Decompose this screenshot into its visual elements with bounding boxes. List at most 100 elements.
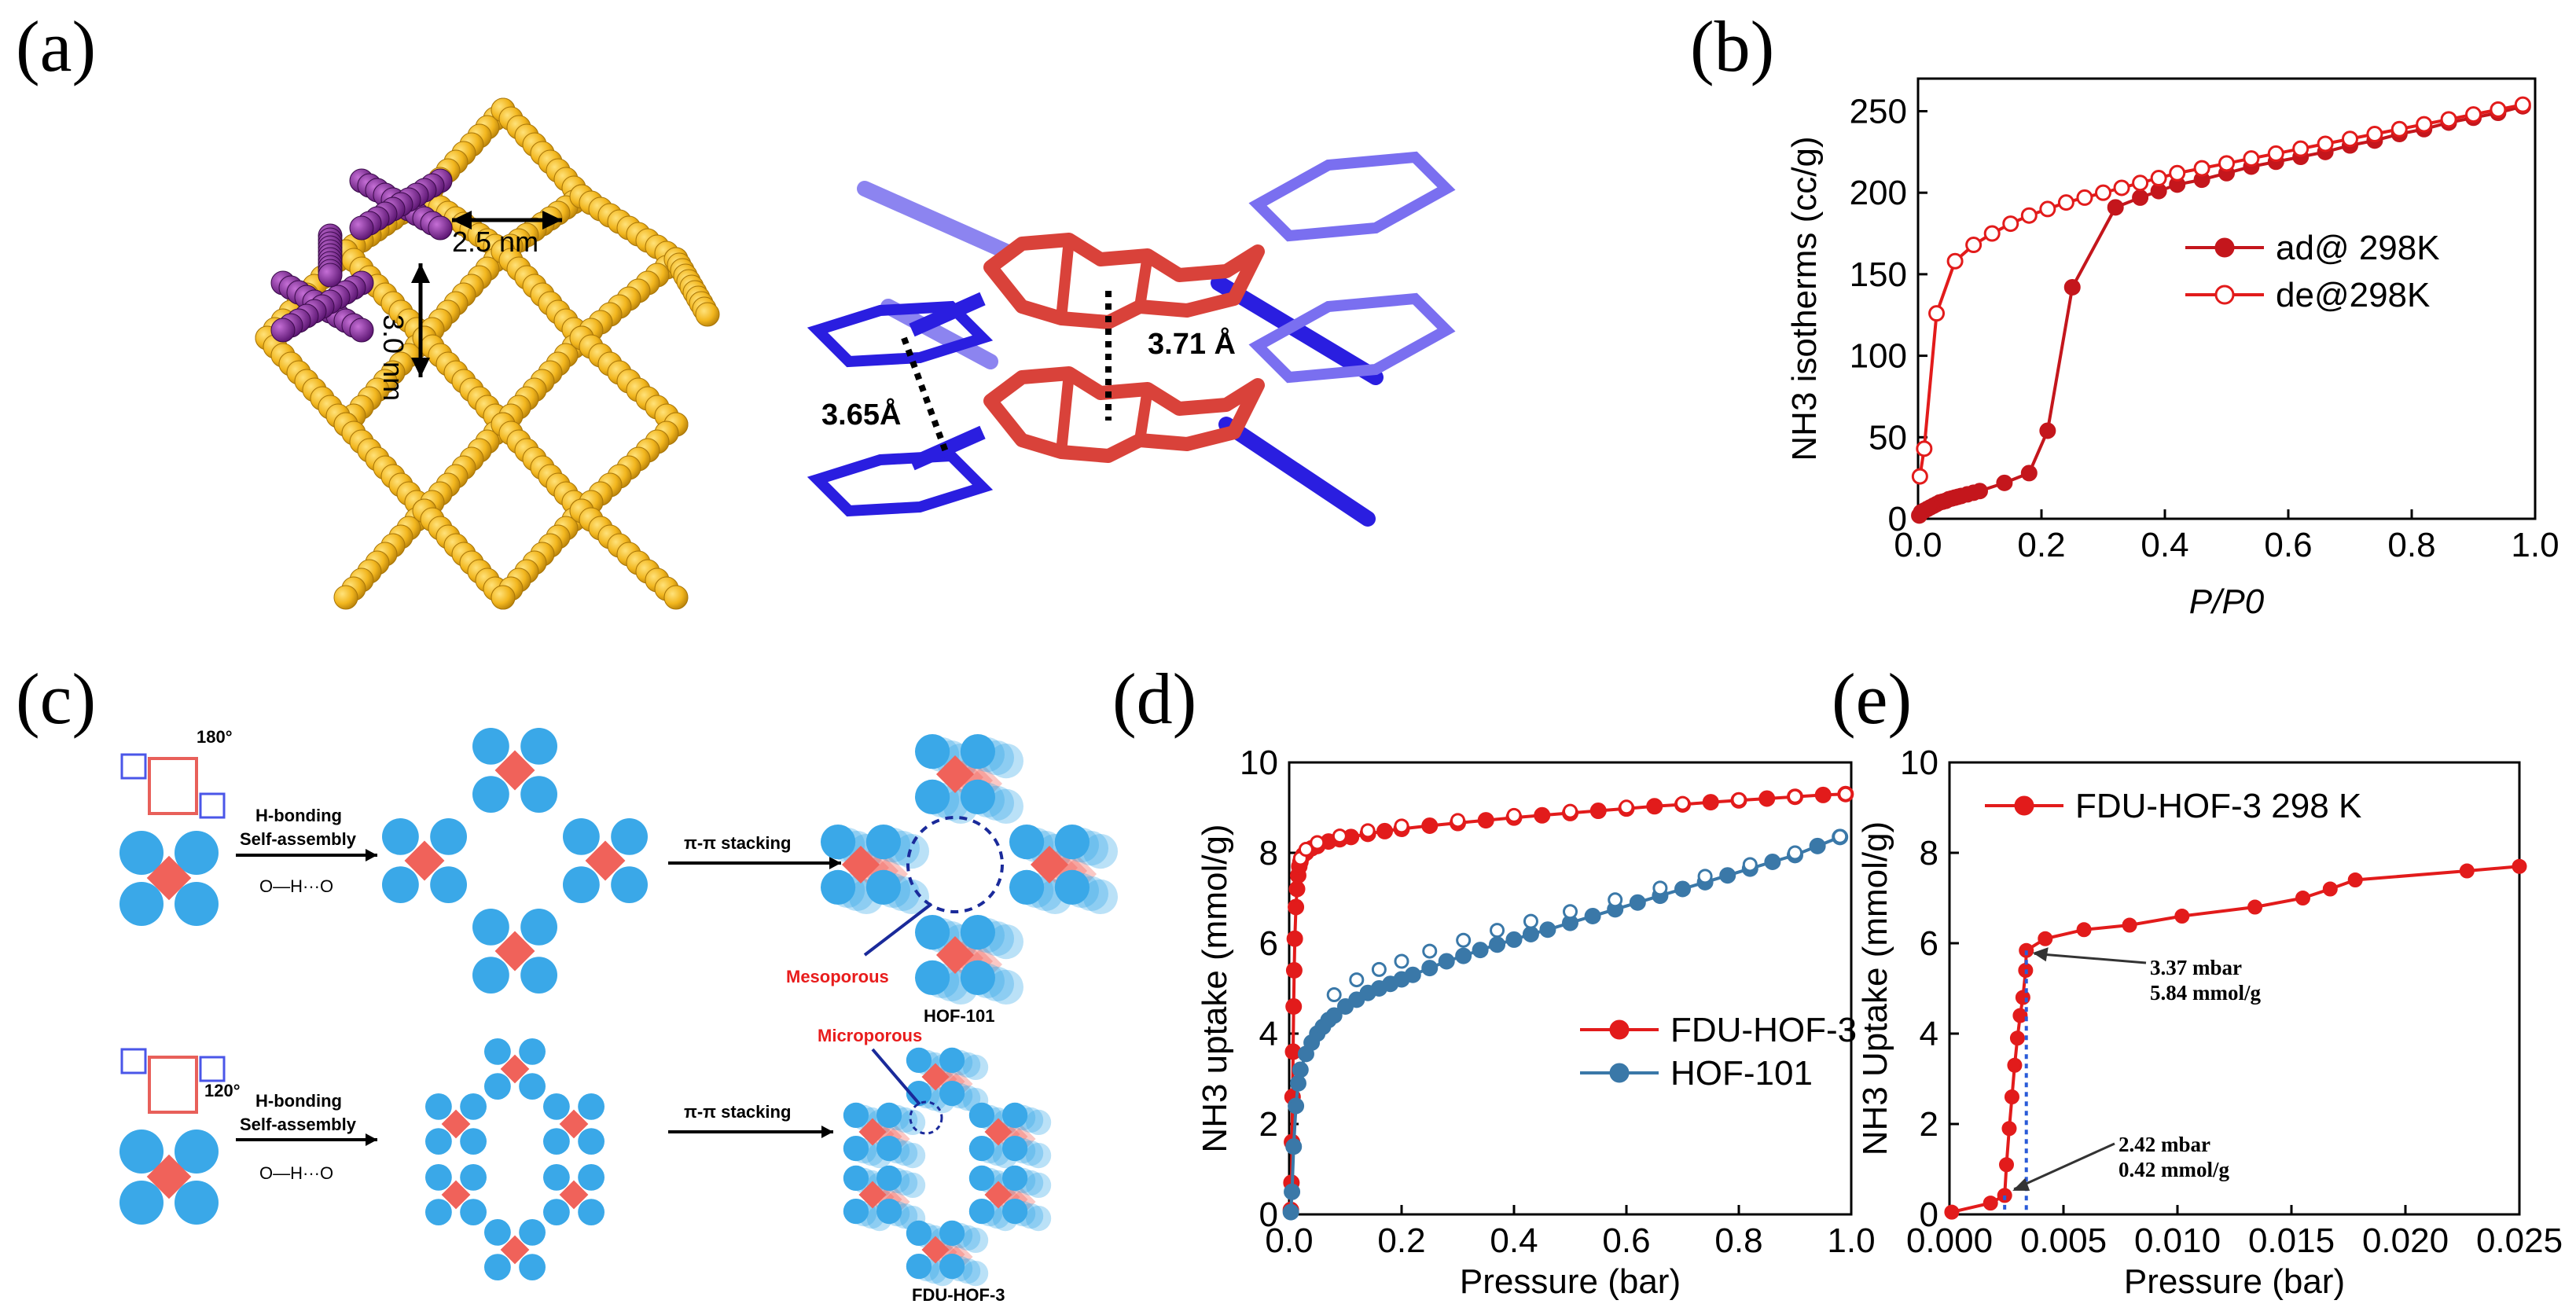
data-point	[2218, 155, 2235, 172]
desorption-point	[1563, 904, 1578, 920]
lattice-ball	[491, 585, 516, 610]
motif-ball	[899, 1109, 926, 1136]
data-point	[2366, 126, 2383, 143]
motif-square	[559, 1180, 589, 1210]
panel-a-structure: 2.5 nm 3.0 nm	[255, 97, 1456, 610]
motif-square	[404, 840, 445, 881]
motif-ball	[865, 869, 901, 905]
hbond-network-top	[382, 728, 648, 994]
motif-ball	[460, 1199, 487, 1225]
motif-ball	[939, 1253, 965, 1280]
data-point	[1522, 926, 1539, 942]
data-point	[1946, 252, 1964, 270]
motif-ball	[425, 1128, 452, 1155]
data-point	[2076, 922, 2092, 938]
data-point	[2113, 179, 2130, 197]
lattice-ball	[333, 585, 358, 610]
angle-180-label: 180°	[197, 727, 233, 747]
data-point	[1965, 237, 1983, 254]
motif-ball	[578, 1093, 604, 1120]
x-tick-label: 1.0	[2511, 526, 2559, 564]
motif-ball	[520, 776, 557, 813]
x-tick-label: 0.005	[2020, 1221, 2107, 1260]
y-tick-label: 0	[1259, 1196, 1278, 1234]
mesoporous-label: Mesoporous	[786, 967, 889, 986]
annotation-arrowhead	[2012, 1177, 2030, 1191]
data-point	[1477, 812, 1494, 829]
desorption-point	[1742, 857, 1758, 872]
y-axis-label: NH3 isotherms (cc/g)	[1785, 136, 1824, 461]
data-point	[2095, 184, 2111, 201]
desorption-point	[1310, 835, 1325, 850]
data-point	[1421, 817, 1439, 834]
data-point	[1282, 1203, 1299, 1221]
motif-ball	[430, 866, 467, 903]
lattice-ball	[270, 318, 296, 343]
motif-ball	[425, 1199, 452, 1225]
motif-ball	[563, 866, 600, 903]
y-tick-label: 150	[1850, 255, 1907, 294]
data-point	[1284, 1183, 1301, 1200]
motif-ball	[119, 1130, 164, 1174]
data-point	[2322, 881, 2338, 897]
x-tick-label: 0.0	[1894, 526, 1942, 564]
desorption-point	[1349, 972, 1365, 988]
y-tick-label: 0	[1888, 500, 1907, 538]
lattice-ball	[318, 263, 343, 288]
desorption-point	[1523, 913, 1538, 929]
motif-ball	[175, 882, 219, 926]
desorption-point	[1506, 807, 1522, 823]
data-point	[2347, 872, 2363, 887]
y-axis-label: NH3 uptake (mmol/g)	[1196, 824, 1234, 1152]
data-point	[2317, 135, 2334, 152]
data-point	[1284, 1043, 1302, 1060]
motif-ball	[484, 1219, 511, 1246]
data-point	[2132, 189, 2149, 206]
data-point	[2169, 164, 2186, 182]
legend-label: ad@ 298K	[2276, 229, 2440, 267]
x-tick-label: 0.0	[1265, 1221, 1313, 1260]
pore-width-marker: 2.5 nm	[452, 211, 562, 258]
data-point	[1809, 837, 1826, 854]
legend-label: de@298K	[2276, 276, 2430, 314]
y-tick-label: 10	[1240, 744, 1278, 782]
motif-ball	[960, 734, 995, 770]
data-point	[2020, 465, 2038, 482]
annotation-arrowhead	[2032, 947, 2049, 962]
series-line	[1289, 792, 1846, 1210]
x-tick-label: 0.000	[1906, 1221, 1993, 1260]
y-tick-label: 8	[1259, 834, 1278, 872]
x-tick-label: 0.2	[1377, 1221, 1425, 1260]
desorption-point	[1371, 961, 1387, 977]
x-axis-label: Pressure (bar)	[1460, 1262, 1681, 1301]
desorption-point	[1832, 828, 1848, 844]
panel-label-a: (a)	[16, 6, 96, 86]
data-point	[1505, 931, 1523, 948]
motif-ball	[382, 818, 419, 855]
data-point	[2490, 101, 2507, 118]
pyrene-core-top	[983, 233, 1265, 329]
motif-ball	[962, 1054, 989, 1081]
plot-frame	[1948, 761, 2521, 1216]
data-point	[2512, 858, 2527, 874]
motif-ball	[563, 818, 600, 855]
data-point	[2514, 96, 2531, 113]
desorption-point	[1652, 880, 1668, 896]
motif-ball	[876, 1198, 902, 1225]
motif-ball	[484, 1073, 511, 1100]
x-tick-label: 0.010	[2134, 1221, 2221, 1260]
motif-square	[500, 1054, 530, 1084]
data-point	[2416, 116, 2433, 133]
data-point	[1702, 794, 1719, 811]
hof101-stacked-network	[821, 734, 1118, 1005]
data-point	[2150, 170, 2167, 187]
data-point	[1455, 947, 1472, 964]
annotation-text: 0.42 mmol/g	[2118, 1158, 2229, 1181]
motif-ball	[175, 1181, 219, 1225]
motif-ball	[175, 1130, 219, 1174]
annotation-arrow	[2013, 1142, 2115, 1191]
data-point	[1674, 880, 1691, 898]
motif-ball	[915, 779, 950, 814]
legend-marker	[1609, 1019, 1630, 1040]
y-tick-label: 0	[1920, 1196, 1938, 1234]
